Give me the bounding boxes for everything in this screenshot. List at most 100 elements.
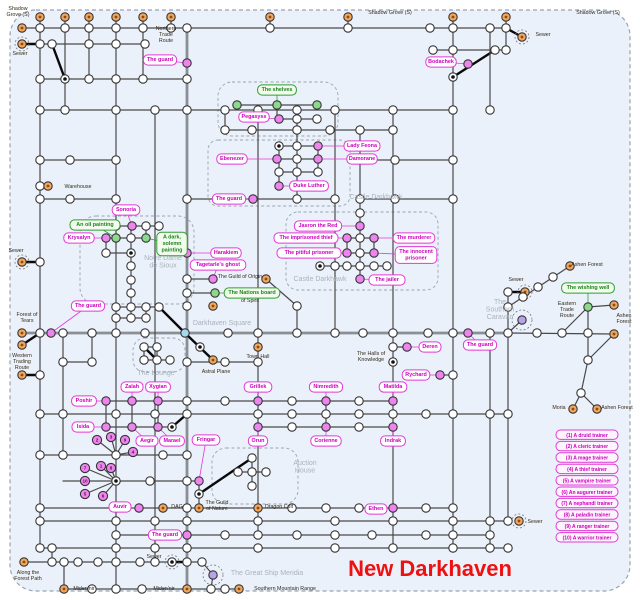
svg-text:The guard: The guard bbox=[152, 532, 178, 538]
room-node bbox=[354, 409, 364, 419]
object-node bbox=[210, 288, 220, 298]
legend-item-10: (10) A warrior trainer bbox=[555, 532, 619, 543]
room-node bbox=[367, 530, 377, 540]
exit-node bbox=[194, 503, 204, 513]
poi-text-shadow-grove-s: Shadow Grove (S) bbox=[368, 10, 412, 16]
room-node bbox=[150, 105, 160, 115]
npc-label-bodachek: Bodachek bbox=[425, 56, 457, 68]
room-node bbox=[485, 409, 495, 419]
room-node bbox=[182, 288, 192, 298]
room-node bbox=[111, 450, 121, 460]
room-node bbox=[342, 261, 352, 271]
npc-node bbox=[369, 233, 379, 243]
room-node bbox=[485, 328, 495, 338]
room-node bbox=[247, 125, 257, 135]
svg-text:(2) A cleric trainer: (2) A cleric trainer bbox=[566, 444, 608, 450]
svg-text:The shelves: The shelves bbox=[262, 87, 293, 93]
room-node bbox=[111, 23, 121, 33]
npc-label-duke-luther: Duke Luther bbox=[289, 180, 329, 192]
trainer-node-7: 7 bbox=[79, 462, 91, 474]
room-node bbox=[145, 476, 155, 486]
svg-text:The murderer: The murderer bbox=[397, 235, 433, 241]
svg-text:Bodachek: Bodachek bbox=[428, 59, 454, 65]
room-node bbox=[287, 409, 297, 419]
ring-marker bbox=[14, 254, 30, 270]
area-text-castle-darkhawk: Castle Darkhawk bbox=[350, 194, 403, 201]
svg-text:4: 4 bbox=[132, 450, 135, 455]
npc-label-the-guard: The guard bbox=[142, 54, 178, 66]
svg-text:Marael: Marael bbox=[163, 438, 181, 444]
npc-label-the-murderer: The murderer bbox=[392, 232, 436, 244]
room-node bbox=[292, 194, 302, 204]
legend-item-4: (4) A thief trainer bbox=[555, 463, 619, 475]
updown-node bbox=[448, 72, 458, 82]
room-node bbox=[197, 557, 207, 567]
legend-item-2: (2) A cleric trainer bbox=[555, 440, 619, 452]
svg-text:Jasron the Red: Jasron the Red bbox=[299, 223, 338, 229]
room-node bbox=[448, 328, 458, 338]
npc-label-the-jailer: The jailer bbox=[368, 274, 406, 286]
updown-node bbox=[274, 141, 284, 151]
room-node bbox=[321, 503, 331, 513]
poi-text-moria: Moria bbox=[552, 405, 565, 411]
poi-text-miden-nir: Miden'nir bbox=[73, 586, 95, 592]
room-node bbox=[247, 453, 257, 463]
room-node bbox=[448, 23, 458, 33]
exit-node bbox=[158, 503, 168, 513]
room-node bbox=[220, 530, 230, 540]
exit-node bbox=[253, 342, 263, 352]
room-node bbox=[354, 422, 364, 432]
svg-text:7: 7 bbox=[84, 466, 87, 471]
room-node bbox=[421, 530, 431, 540]
npc-node bbox=[388, 422, 398, 432]
npc-node bbox=[46, 328, 56, 338]
room-node bbox=[182, 105, 192, 115]
room-node bbox=[35, 516, 45, 526]
exit-node bbox=[609, 329, 619, 339]
updown-node bbox=[388, 357, 398, 367]
room-node bbox=[330, 261, 340, 271]
exit-node bbox=[565, 261, 575, 271]
svg-text:3: 3 bbox=[110, 435, 113, 440]
area-outline bbox=[207, 139, 351, 207]
room-node bbox=[312, 114, 322, 124]
npc-label-poshir: Poshir bbox=[71, 395, 97, 407]
road-edge bbox=[587, 333, 615, 361]
exit-node bbox=[17, 328, 27, 338]
room-node bbox=[247, 467, 257, 477]
svg-text:Grillek: Grillek bbox=[250, 384, 267, 390]
npc-node bbox=[127, 396, 137, 406]
svg-text:Ethen: Ethen bbox=[369, 506, 384, 512]
room-node bbox=[141, 302, 151, 312]
npc-label-the-guard: The guard bbox=[70, 300, 106, 312]
npc-label-aegir: Aegir bbox=[135, 435, 159, 447]
map-rings-layer bbox=[14, 29, 533, 586]
room-node bbox=[355, 125, 365, 135]
npc-node bbox=[274, 114, 284, 124]
room-node bbox=[321, 409, 331, 419]
exit-node bbox=[17, 23, 27, 33]
room-node bbox=[448, 516, 458, 526]
room-node bbox=[503, 287, 513, 297]
room-node bbox=[355, 208, 365, 218]
room-node bbox=[111, 194, 121, 204]
room-node bbox=[35, 257, 45, 267]
updown-node bbox=[195, 342, 205, 352]
svg-text:Orun: Orun bbox=[252, 438, 265, 444]
room-node bbox=[111, 302, 121, 312]
room-node bbox=[47, 543, 57, 553]
npc-node bbox=[153, 422, 163, 432]
road-edge bbox=[197, 456, 254, 496]
room-node bbox=[182, 409, 192, 419]
exit-node bbox=[208, 301, 218, 311]
room-node bbox=[182, 396, 192, 406]
npc-label-isida: Isida bbox=[71, 421, 95, 433]
npc-node bbox=[274, 181, 284, 191]
room-node bbox=[111, 105, 121, 115]
exit-node bbox=[166, 12, 176, 22]
legend-item-7: (7) A nephandi trainer bbox=[555, 497, 619, 509]
